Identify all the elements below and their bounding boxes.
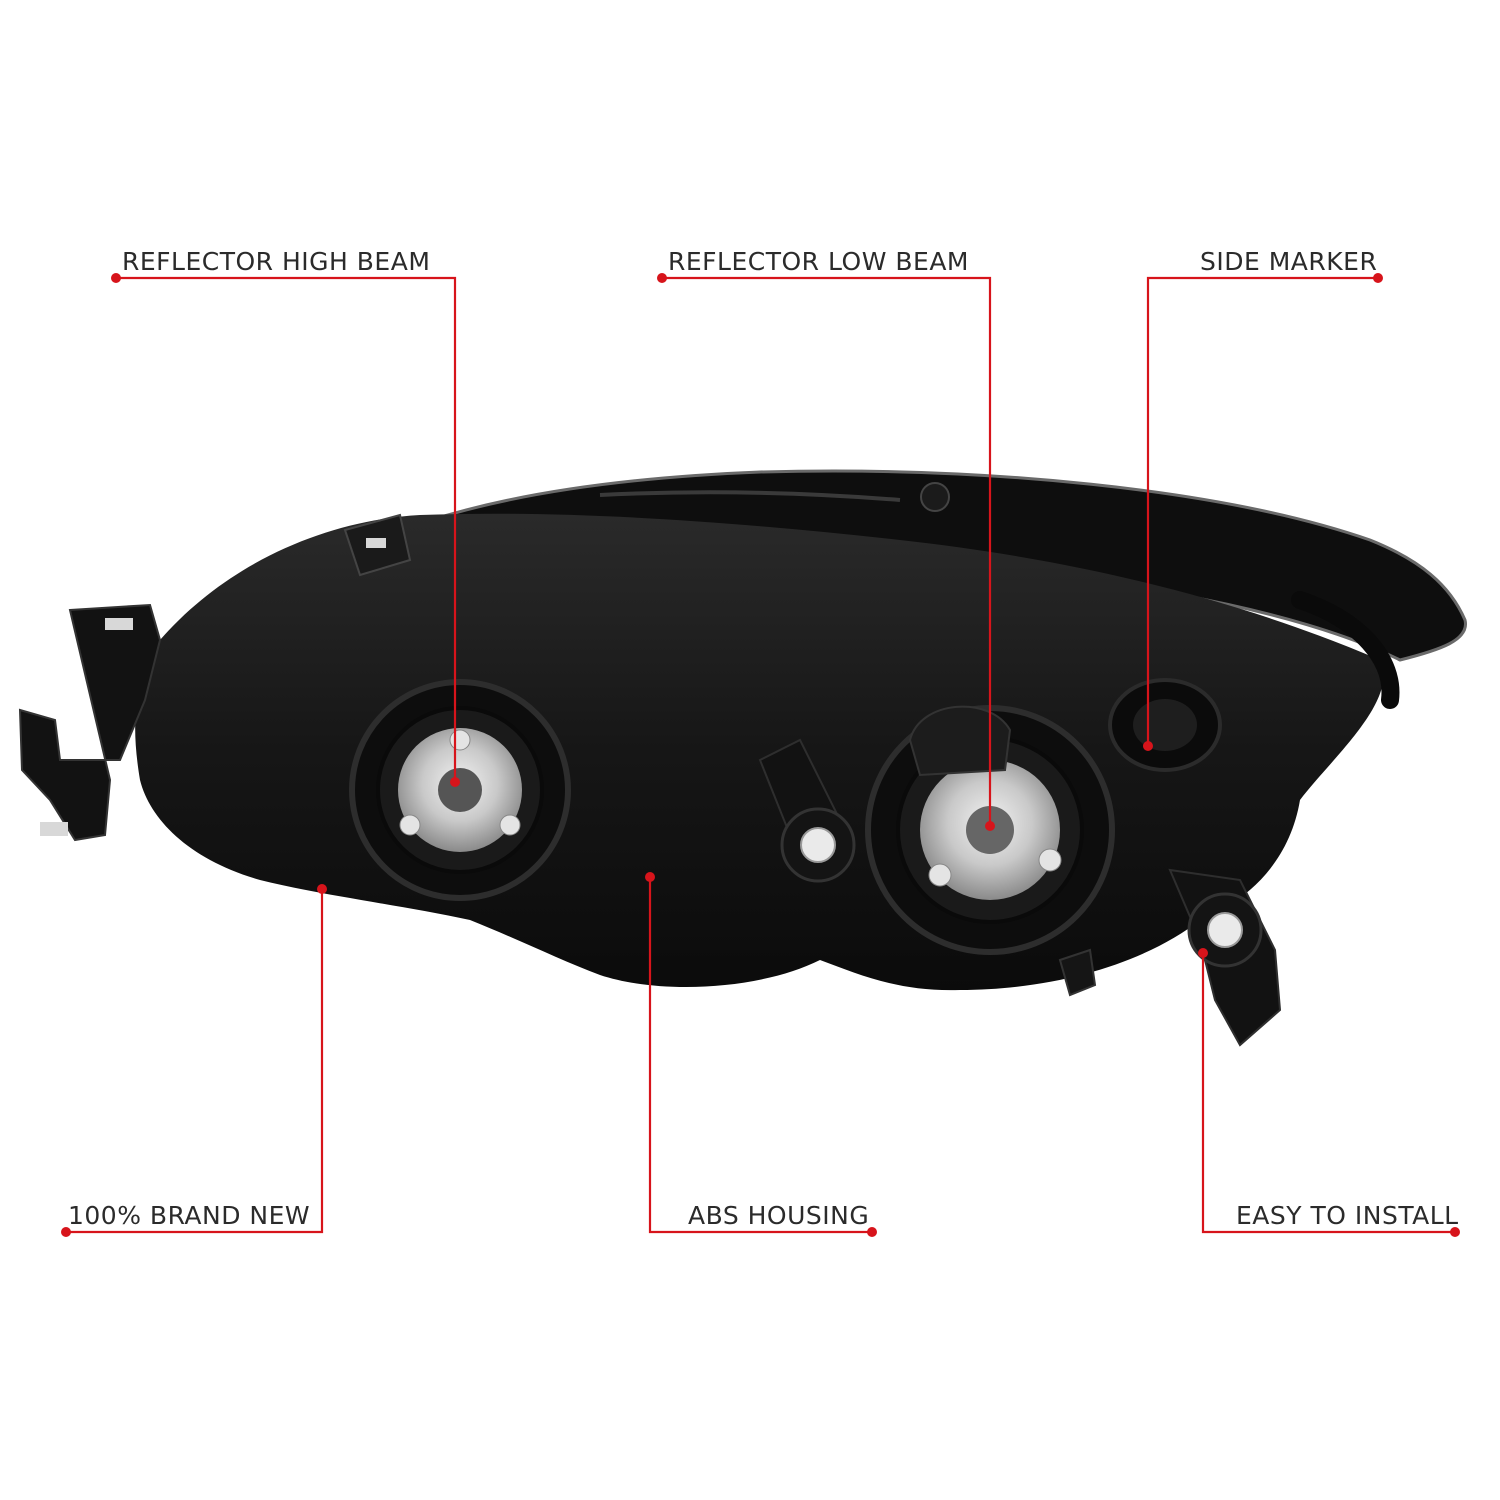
dot [985, 821, 995, 831]
callout-brand-new-label: 100% BRAND NEW [68, 1201, 311, 1230]
callout-dots [61, 273, 1460, 1237]
high-beam-socket [349, 679, 571, 901]
dot [317, 884, 327, 894]
callout-lines [66, 276, 1455, 1234]
side-marker-socket [1108, 678, 1222, 772]
leader-abs-housing [648, 877, 872, 1234]
callout-high-beam-label: REFLECTOR HIGH BEAM [122, 247, 431, 276]
dot [645, 872, 655, 882]
left-mounting-clip [18, 603, 162, 842]
leader-easy-install [1201, 953, 1455, 1234]
callout-low-beam-label: REFLECTOR LOW BEAM [668, 247, 969, 276]
dot [450, 777, 460, 787]
vent-cap [920, 482, 950, 512]
clip-metal-tab [40, 822, 68, 836]
wire-hose [1291, 591, 1400, 709]
dot [1143, 741, 1153, 751]
dot [1373, 273, 1383, 283]
dot [1198, 948, 1208, 958]
dot [657, 273, 667, 283]
leader-brand-new [66, 889, 324, 1234]
ridge-detail [599, 490, 901, 502]
leader-low-beam [662, 276, 992, 826]
dot [867, 1227, 877, 1237]
callout-side-marker-label: SIDE MARKER [1200, 247, 1378, 276]
dot [61, 1227, 71, 1237]
callout-easy-install-label: EASY TO INSTALL [1236, 1201, 1459, 1230]
right-mounting-tab [1168, 868, 1282, 1047]
dot [1450, 1227, 1460, 1237]
clip-metal-tab [366, 538, 386, 548]
callout-abs-housing-label: ABS HOUSING [688, 1201, 870, 1230]
clip-metal-tab [105, 618, 133, 630]
leader-high-beam [116, 276, 457, 782]
middle-mounting-tab [758, 738, 856, 883]
leader-side-marker [1146, 276, 1378, 746]
lower-connector [1058, 948, 1097, 997]
dot [111, 273, 121, 283]
headlight-assembly [18, 469, 1467, 1047]
